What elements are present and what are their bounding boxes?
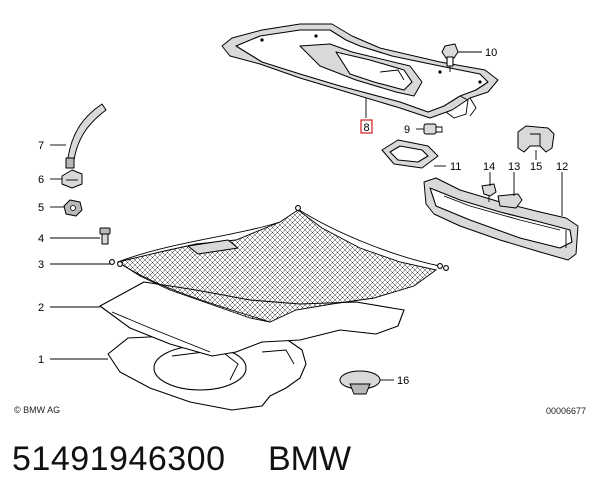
rear-trim-panel-part-12 — [423, 177, 579, 261]
callout-10: 10 — [485, 47, 497, 59]
callout-6: 6 — [38, 174, 44, 186]
callout-5: 5 — [38, 202, 44, 214]
callout-8-highlight-box — [360, 119, 373, 134]
callout-12: 12 — [556, 161, 568, 173]
bracket-part-15 — [517, 125, 555, 153]
callout-14: 14 — [483, 161, 495, 173]
callout-15: 15 — [530, 161, 542, 173]
expansion-rivet-part-10 — [441, 43, 459, 72]
nut-part-5 — [63, 199, 83, 217]
callout-2: 2 — [38, 302, 44, 314]
grommet-part-6 — [61, 169, 83, 189]
diagram-reference-code: 00006677 — [545, 406, 586, 416]
strap-part-7 — [65, 103, 107, 169]
callout-9: 9 — [404, 124, 410, 136]
callout-1: 1 — [38, 354, 44, 366]
screw-part-4 — [99, 227, 111, 245]
clip-part-9 — [423, 123, 443, 135]
callout-labels: 1 2 3 4 5 6 7 8 9 10 11 12 13 14 15 16 — [38, 47, 568, 387]
callout-8: 8 — [364, 122, 370, 134]
callout-11: 11 — [450, 161, 461, 173]
cover-part-11 — [381, 139, 439, 169]
callout-3: 3 — [38, 259, 44, 271]
part-number: 51491946300 — [12, 440, 226, 478]
parts-diagram: 1 2 3 4 5 6 7 8 9 10 11 12 13 14 15 16 — [38, 23, 579, 411]
callout-13: 13 — [508, 161, 520, 173]
callout-16: 16 — [397, 375, 409, 387]
copyright-notice: © BMW AG — [14, 405, 61, 415]
trunk-floor-mat-part-1 — [107, 329, 307, 411]
plug-part-16 — [339, 370, 381, 395]
callout-4: 4 — [38, 233, 44, 245]
luggage-net-part-3 — [109, 205, 449, 323]
callout-7: 7 — [38, 140, 44, 152]
rivet-part-14 — [481, 183, 497, 202]
brand-name: BMW — [268, 440, 352, 478]
trunk-lid-trim-panel — [221, 23, 499, 119]
clip-part-13 — [497, 193, 523, 209]
leader-lines — [50, 51, 563, 381]
